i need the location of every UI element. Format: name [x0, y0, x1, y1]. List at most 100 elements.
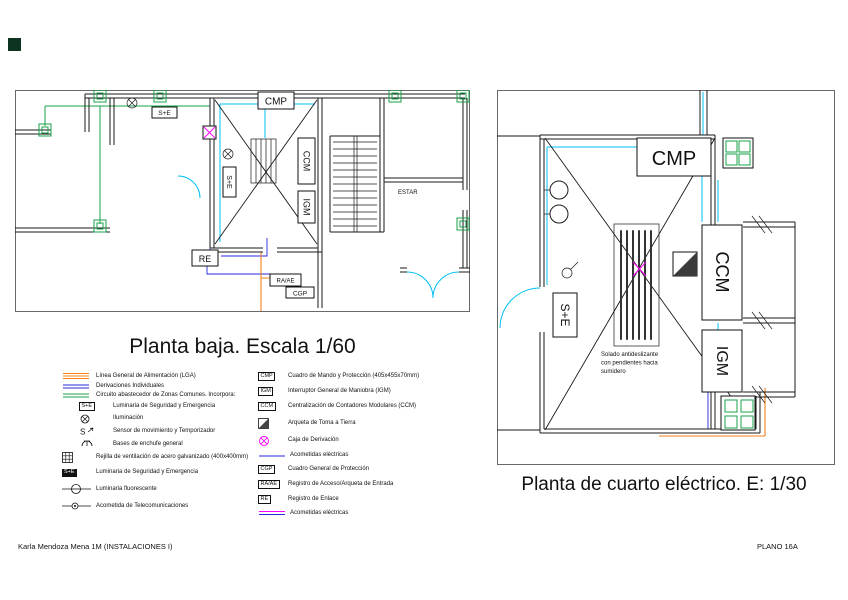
- walls: [497, 90, 796, 434]
- sensor-icon: S: [79, 426, 109, 436]
- floor-plan-planta-baja: S+E CMP CCM IGM S+E RE RA/AE CGP: [15, 90, 470, 312]
- legend-item: RA/AE Registro de Acceso/Arqueta de Entr…: [258, 479, 448, 489]
- derivation-box-icon: [202, 125, 217, 140]
- ccm-box: CCM: [701, 224, 743, 321]
- legend-label: Iluminación: [113, 415, 144, 422]
- legend-label: Arqueta de Toma a Tierra: [288, 420, 356, 427]
- telecom-icon: [62, 501, 92, 511]
- legend-label: Acometida de Telecomunicaciones: [96, 502, 189, 509]
- re-label: RE: [199, 254, 212, 264]
- legend-item: Circuito abastecedor de Zonas Comunes. I…: [62, 392, 258, 399]
- legend-item: CCM Centralización de Contadores Modular…: [258, 401, 448, 412]
- socket-symbols-green: [38, 90, 470, 233]
- legend-label: Luminaria fluorescente: [96, 485, 157, 492]
- se-wall-box: S+E: [222, 166, 237, 198]
- svg-text:S: S: [80, 428, 85, 437]
- legend-label: Registro de Enlace: [288, 495, 339, 502]
- room-label-estar: ESTAR: [398, 190, 418, 196]
- legend-label: Sensor de movimiento y Temporizador: [113, 427, 216, 434]
- plan-frame: [15, 90, 470, 312]
- legend: Línea General de Alimentación (LGA) Deri…: [62, 372, 448, 523]
- raae-box: RA/AE: [269, 273, 302, 287]
- svg-text:Solado antideslizante: Solado antideslizante: [601, 352, 659, 358]
- fluorescent-icon: [62, 483, 92, 495]
- legend-label: Caja de Derivación: [288, 437, 339, 444]
- re-symbol: RE: [258, 494, 284, 504]
- legend-item: Iluminación: [79, 414, 258, 424]
- socket-grid-bottom: [720, 395, 756, 431]
- cmp-box: CMP: [257, 91, 295, 110]
- legend-label: Acometidas eléctricas: [290, 509, 349, 516]
- re-box: RE: [191, 249, 219, 267]
- right-plan-title: Planta de cuarto eléctrico. E: 1/30: [521, 474, 807, 495]
- raae-label: RA/AE: [276, 279, 294, 285]
- legend-item: Arqueta de Toma a Tierra: [258, 418, 448, 430]
- cmp-box: CMP: [636, 137, 712, 177]
- grille-icon: [62, 451, 92, 463]
- ventilation-grille: [250, 138, 277, 184]
- legend-label: Interruptor General de Maniobra (IGM): [288, 388, 391, 395]
- igm-box: IGM: [297, 190, 316, 224]
- legend-label: Cuadro de Mando y Protección (405x455x70…: [288, 373, 420, 380]
- staircase: [333, 136, 377, 232]
- floor-note: Solado antideslizante con pendientes hac…: [601, 352, 659, 375]
- acometidas-lines-icon: [258, 509, 286, 517]
- se-dark-symbol: S+E: [62, 468, 77, 477]
- electrical-room-plan: CMP CCM IGM S+E Solado a: [497, 90, 835, 465]
- legend-item: CMP Cuadro de Mando y Protección (405x45…: [258, 372, 448, 382]
- legend-label: Luminaria de Seguridad y Emergencia: [96, 469, 199, 476]
- cgp-symbol: CGP: [258, 464, 284, 475]
- igm-label: IGM: [302, 199, 312, 216]
- svg-text:con pendientes hacia: con pendientes hacia: [601, 361, 658, 367]
- fluorescent-icon: [544, 180, 569, 224]
- igm-label: IGM: [713, 346, 730, 376]
- lamp-icon: [79, 414, 109, 424]
- lga-line-orange: [659, 388, 766, 437]
- legend-item: Derivaciones Individuales: [62, 383, 258, 390]
- author-title-block: Karla Mendoza Mena 1M (INSTALACIONES I): [18, 542, 173, 551]
- legend-label: Bases de enchufe general: [113, 440, 183, 447]
- legend-item: CGP Cuadro General de Protección: [258, 464, 448, 475]
- legend-label: Cuadro General de Protección: [288, 465, 370, 472]
- legend-item: Rejilla de ventilación de acero galvaniz…: [62, 451, 258, 463]
- legend-label: Luminaria de Seguridad y Emergencia: [113, 403, 216, 410]
- legend-label: Derivaciones Individuales: [96, 382, 165, 389]
- legend-label: Rejilla de ventilación de acero galvaniz…: [96, 453, 249, 460]
- plan-number: PLANO 16A: [757, 542, 798, 551]
- legend-item: S Sensor de movimiento y Temporizador: [79, 426, 258, 437]
- left-plan-title: Planta baja. Escala 1/60: [129, 335, 356, 358]
- cyan-circuit-and-doors: [177, 103, 460, 299]
- zc-lines-icon: [62, 392, 92, 399]
- igm-box: IGM: [701, 329, 743, 393]
- cmp-label: CMP: [265, 97, 288, 108]
- legend-item: Acometidas eléctricas: [258, 509, 448, 517]
- lamp-icon: [126, 97, 234, 160]
- legend-label: Centralización de Contadores Modulares (…: [288, 403, 417, 410]
- derivation-box-icon: [258, 435, 284, 447]
- ventilation-grille: [613, 223, 660, 347]
- legend-label: Circuito abastecedor de Zonas Comunes. I…: [96, 392, 236, 399]
- legend-item: Acometida de Telecomunicaciones: [62, 501, 258, 511]
- legend-item: Caja de Derivación: [258, 435, 448, 447]
- cmp-label: CMP: [652, 148, 696, 170]
- socket-grid-top: [722, 137, 754, 169]
- legend-label: Acometidas eléctricas: [290, 452, 349, 459]
- legend-label: Registro de Acceso/Arqueta de Entrada: [288, 480, 394, 487]
- ccm-box: CCM: [297, 137, 316, 185]
- socket-icon: [79, 439, 109, 449]
- legend-item: S+E Luminaria de Seguridad y Emergencia: [62, 468, 258, 477]
- arqueta-icon: [258, 418, 284, 430]
- se-box-label: S+E: [158, 110, 171, 117]
- arqueta-icon: [672, 251, 698, 277]
- di-lines-icon: [62, 383, 92, 390]
- cgp-box: CGP: [285, 286, 315, 299]
- lga-lines-icon: [62, 372, 92, 380]
- cgp-label: CGP: [293, 291, 307, 298]
- legend-item: RE Registro de Enlace: [258, 494, 448, 504]
- svg-text:sumidero: sumidero: [601, 369, 626, 375]
- cyan-circuit-and-door: [499, 92, 719, 390]
- ccm-label: CCM: [712, 252, 732, 293]
- legend-label: Línea General de Alimentación (LGA): [96, 372, 196, 379]
- common-zone-circuit-green: [44, 105, 210, 224]
